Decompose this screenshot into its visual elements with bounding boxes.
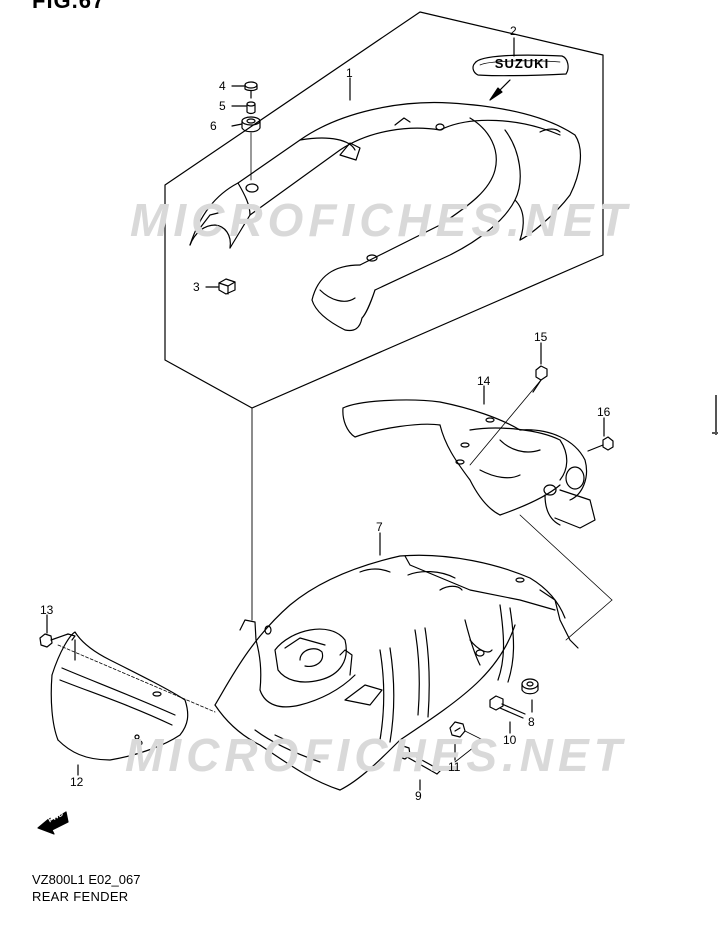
bolt-part-9 [397,745,442,775]
callout-10: 10 [503,733,517,747]
callout-6: 6 [210,119,217,133]
callout-14: 14 [477,374,491,388]
nut-part-3 [218,278,236,295]
nut-part-11 [449,721,466,738]
bolt-part-10 [489,695,526,719]
figure-caption: REAR FENDER [32,889,129,904]
callout-4: 4 [219,79,226,93]
cushion-part-6 [241,116,261,133]
callout-7: 7 [376,520,383,534]
edge-mark-right-lower [712,432,718,434]
screw-part-4 [244,81,258,99]
bolt-part-13 [39,633,76,648]
suzuki-emblem-part-2 [472,54,569,77]
side-cover-part-12 [50,631,189,761]
callout-12: 12 [70,775,84,789]
fwd-arrow-icon [37,811,69,835]
callout-9: 9 [415,789,422,803]
callout-15: 15 [534,330,548,344]
model-code: VZ800L1 E02_067 [32,872,141,887]
rear-fender-part-7 [214,554,579,791]
emblem-text: SUZUKI [494,56,550,71]
callout-16: 16 [597,405,611,419]
callout-2: 2 [510,24,517,38]
bolt-part-15 [532,365,548,393]
cushion-part-8 [521,678,539,695]
spacer-part-5 [246,101,256,115]
grab-rail-part-1 [189,101,581,332]
callout-13: 13 [40,603,54,617]
callout-11: 11 [448,760,461,774]
edge-mark-right [715,395,717,435]
callout-3: 3 [193,280,200,294]
bolt-part-16 [587,436,614,452]
bracket-part-14 [342,399,596,529]
callout-1: 1 [346,66,353,80]
callout-5: 5 [219,99,226,113]
assembly-box [164,11,604,409]
callout-8: 8 [528,715,535,729]
figure-title: FIG.67 [32,0,106,13]
